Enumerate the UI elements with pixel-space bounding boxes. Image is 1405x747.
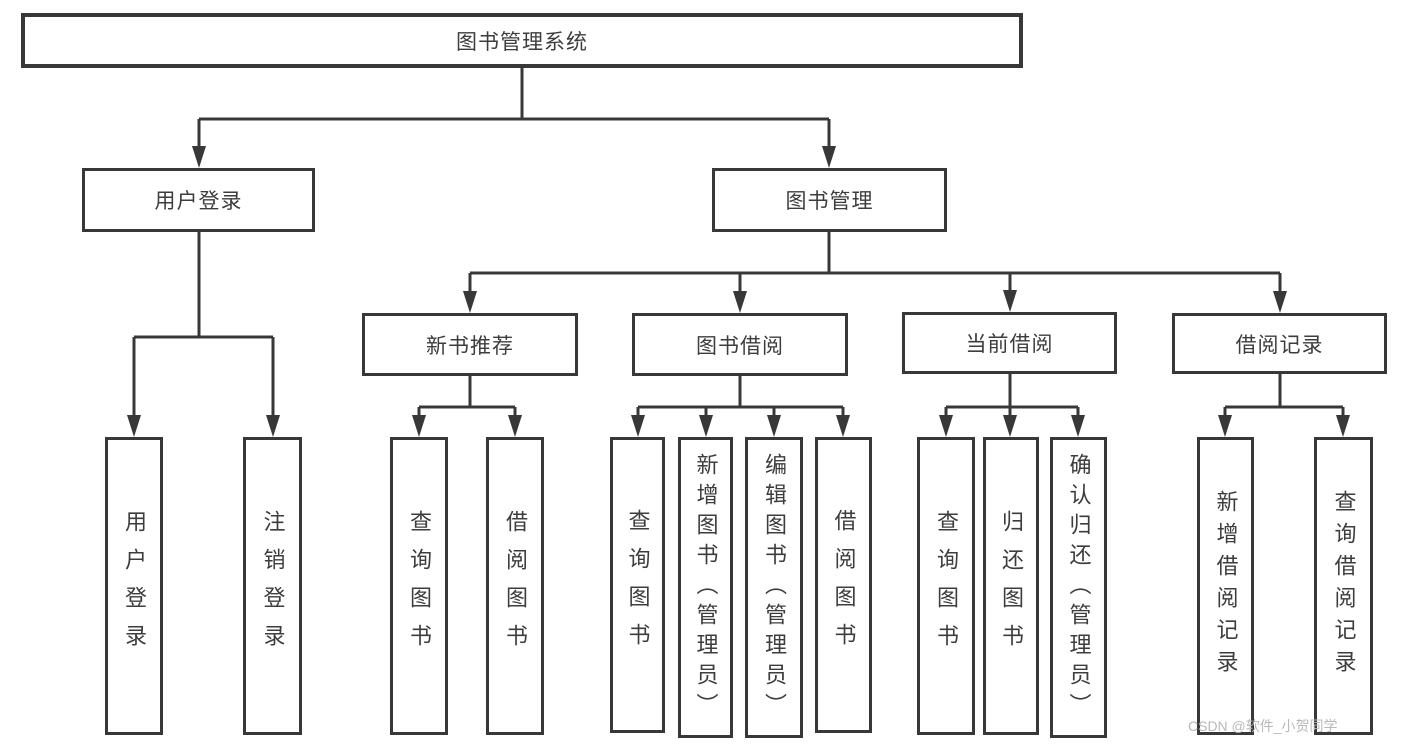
leaf-query-books-borrow: 查询图书: [610, 437, 665, 733]
node-user-login: 用户登录: [82, 168, 315, 232]
node-new-book-recommend: 新书推荐: [362, 313, 578, 376]
node-borrow-records: 借阅记录: [1172, 313, 1387, 374]
csdn-watermark: CSDN @软件_小贺同学: [1188, 718, 1338, 734]
leaf-query-books-current: 查询图书: [917, 437, 975, 735]
node-book-borrow: 图书借阅: [632, 313, 848, 376]
leaf-add-books-admin: 新增图书（管理员）: [678, 437, 733, 738]
leaf-edit-books-admin: 编辑图书（管理员）: [745, 437, 803, 738]
leaf-add-borrow-record: 新增借阅记录: [1197, 437, 1254, 735]
arrowheads: [127, 146, 1350, 437]
leaf-user-login: 用户登录: [105, 437, 163, 735]
node-book-management: 图书管理: [712, 168, 947, 232]
leaf-borrow-books-recommend: 借阅图书: [486, 437, 544, 735]
leaf-query-books-recommend: 查询图书: [390, 437, 448, 735]
leaf-borrow-books: 借阅图书: [815, 437, 872, 733]
leaf-query-borrow-record: 查询借阅记录: [1314, 437, 1373, 735]
leaf-return-books: 归还图书: [983, 437, 1039, 735]
node-library-management-system: 图书管理系统: [21, 13, 1023, 68]
leaf-logout-login: 注销登录: [243, 437, 302, 735]
node-current-borrow: 当前借阅: [902, 312, 1117, 374]
leaf-confirm-return-admin: 确认归还（管理员）: [1050, 437, 1107, 738]
